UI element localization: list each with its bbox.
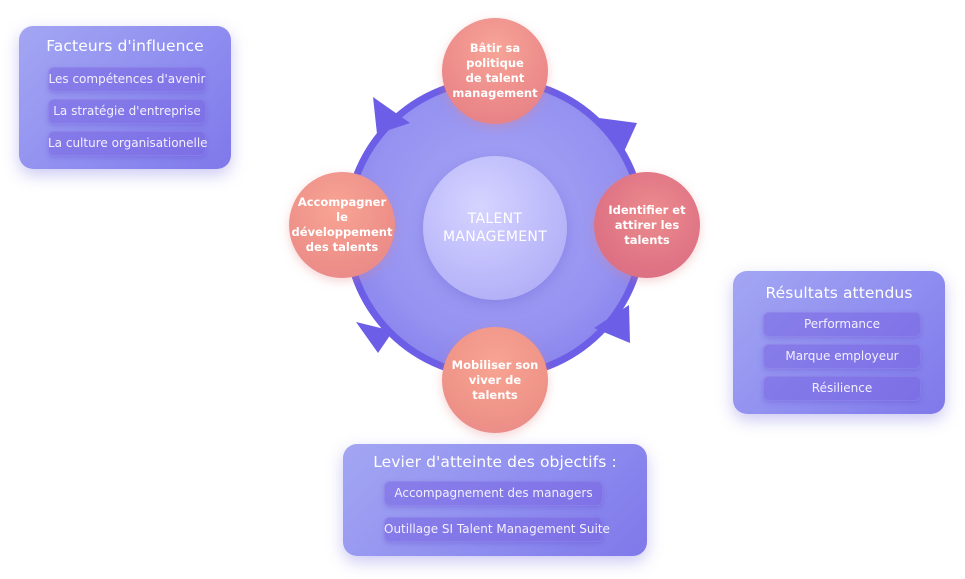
center-circle: TALENT MANAGEMENT <box>423 156 567 300</box>
results-panel: Résultats attendus Performance Marque em… <box>733 271 945 414</box>
node-left-label: Accompagner le développement des talents <box>291 195 393 254</box>
node-top-label: Bâtir sa politique de talent management <box>452 41 538 100</box>
results-item-2: Marque employeur <box>763 344 921 369</box>
node-right: Identifier et attirer les talents <box>594 172 700 278</box>
arrow-bottom-right <box>594 305 630 343</box>
arrow-bottom-left <box>356 322 393 353</box>
influence-item-1: Les compétences d'avenir <box>48 67 206 92</box>
influence-item-3: La culture organisationelle <box>48 131 208 156</box>
node-bottom-label: Mobiliser son viver de talents <box>451 357 539 402</box>
arrow-top-left <box>373 97 410 134</box>
results-item-3: Résilience <box>763 376 921 401</box>
node-bottom: Mobiliser son viver de talents <box>442 327 548 433</box>
influence-panel: Facteurs d'influence Les compétences d'a… <box>19 26 231 169</box>
node-top: Bâtir sa politique de talent management <box>442 18 548 124</box>
influence-item-2: La stratégie d'entreprise <box>48 99 206 124</box>
node-left: Accompagner le développement des talents <box>289 172 395 278</box>
center-label: TALENT MANAGEMENT <box>442 211 548 245</box>
influence-title: Facteurs d'influence <box>46 37 204 55</box>
levers-item-2: Outillage SI Talent Management Suite <box>384 517 610 542</box>
levers-panel: Levier d'atteinte des objectifs : Accomp… <box>343 444 647 556</box>
results-item-1: Performance <box>763 312 921 337</box>
results-title: Résultats attendus <box>765 284 913 302</box>
levers-item-1: Accompagnement des managers <box>384 481 603 506</box>
node-right-label: Identifier et attirer les talents <box>608 202 686 247</box>
arrow-top-right <box>599 118 637 156</box>
levers-title: Levier d'atteinte des objectifs : <box>373 453 617 471</box>
